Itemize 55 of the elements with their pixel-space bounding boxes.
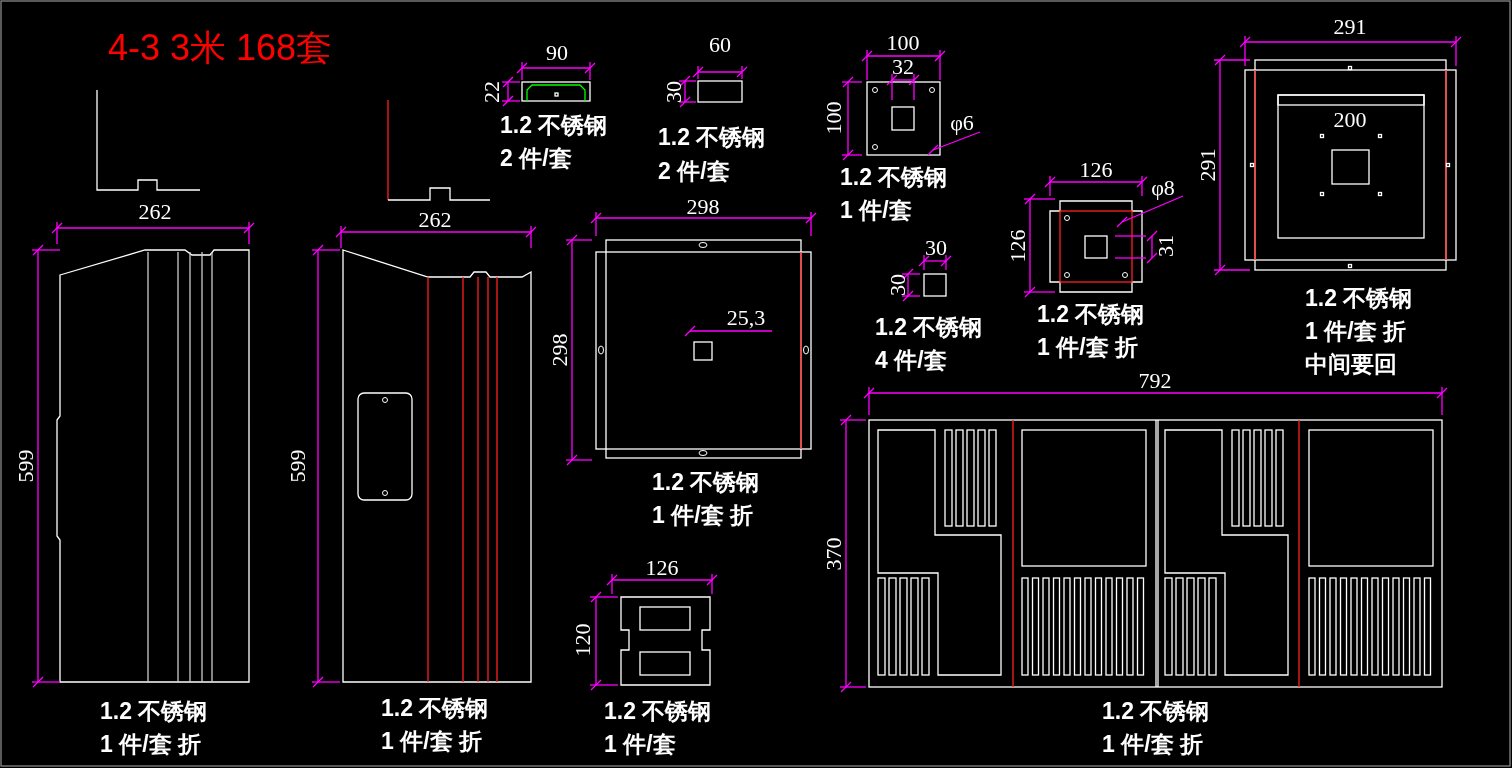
dimension-text: 25,3 (726, 307, 766, 329)
dimension-text: 32 (892, 56, 914, 78)
dimension-text: 792 (1138, 370, 1172, 392)
dimension-text: 291 (1333, 16, 1367, 38)
dimension-text: 298 (549, 333, 571, 367)
dimension-text: 31 (1155, 235, 1177, 257)
note-text: 1.2 不锈钢 (381, 696, 489, 720)
dimension-text: 599 (287, 449, 309, 483)
note-text: 1 件/套 折 (1102, 732, 1203, 756)
dimension-text: 60 (709, 34, 731, 56)
note-text: 1 件/套 折 (381, 729, 482, 753)
dimension-text: 30 (925, 237, 947, 259)
dimension-text: 370 (823, 537, 845, 571)
dimension-text: 30 (663, 81, 685, 103)
dimension-text: 100 (886, 32, 920, 54)
note-text: 1.2 不锈钢 (500, 113, 608, 137)
note-text: 1 件/套 折 (100, 732, 201, 756)
note-text: 1.2 不锈钢 (875, 315, 983, 339)
dimension-text: 126 (1007, 229, 1029, 263)
dimension-text: 599 (15, 449, 37, 483)
note-text: 1.2 不锈钢 (1037, 302, 1145, 326)
dimension-text: 291 (1197, 148, 1219, 182)
dimension-text: 120 (572, 623, 594, 657)
dimension-text: 126 (645, 557, 679, 579)
note-text: 1 件/套 折 (1037, 335, 1138, 359)
dimension-text: 22 (481, 81, 503, 103)
note-text: 中间要回 (1305, 352, 1397, 376)
leader-line (1116, 195, 1184, 228)
note-text: 1.2 不锈钢 (1102, 699, 1210, 723)
note-text: 1.2 不锈钢 (658, 125, 766, 149)
dimension-text: 126 (1079, 159, 1113, 181)
dimension-text: 100 (823, 101, 845, 135)
note-text: 1 件/套 (840, 198, 912, 222)
dimension-text: 262 (418, 209, 452, 231)
note-text: 1.2 不锈钢 (840, 165, 948, 189)
leader-line (684, 325, 773, 337)
note-text: 2 件/套 (658, 159, 730, 183)
note-text: 1.2 不锈钢 (100, 699, 208, 723)
dimension-text: 298 (686, 196, 720, 218)
note-text: 4 件/套 (875, 348, 947, 372)
note-text: 1.2 不锈钢 (1305, 286, 1413, 310)
note-text: 1 件/套 折 (1305, 319, 1406, 343)
note-text: 1 件/套 (604, 732, 676, 756)
dimension-text: 262 (138, 201, 172, 223)
dimension-text: 200 (1333, 109, 1367, 131)
note-text: 1.2 不锈钢 (652, 470, 760, 494)
dimension-text: 30 (887, 274, 909, 296)
note-text: 1 件/套 折 (652, 503, 753, 527)
dimension-text: φ6 (950, 112, 974, 134)
dimension-text: φ8 (1151, 177, 1175, 199)
leader-line (927, 131, 981, 156)
title: 4-3 3米 168套 (108, 30, 333, 66)
note-text: 2 件/套 (500, 146, 572, 170)
dimension-text: 90 (546, 42, 568, 64)
note-text: 1.2 不锈钢 (604, 699, 712, 723)
